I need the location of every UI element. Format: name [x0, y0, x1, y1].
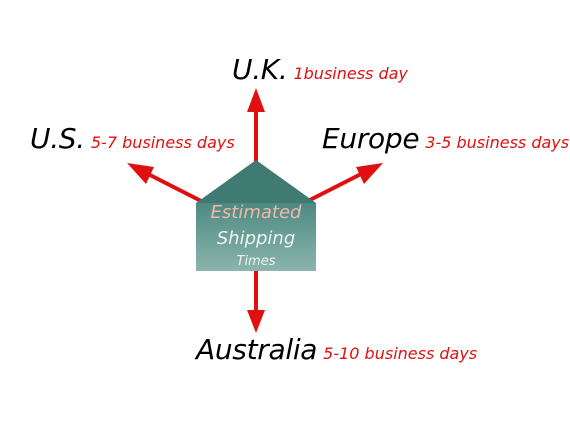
envelope-label-times: Times: [236, 254, 276, 269]
arrow-australia: [247, 268, 265, 333]
envelope-body: [196, 203, 316, 271]
destination-australia-name: Australia: [196, 333, 318, 366]
destination-us-time: 5-7 business days: [90, 133, 235, 152]
arrow-europe: [303, 163, 383, 205]
destination-uk: U.K. 1business day: [232, 56, 408, 84]
destination-australia-time: 5-10 business days: [323, 344, 478, 363]
destination-europe-name: Europe: [322, 122, 420, 155]
envelope: [196, 160, 316, 271]
destination-europe-time: 3-5 business days: [425, 133, 570, 152]
envelope-label-estimated: Estimated: [210, 202, 302, 223]
destination-uk-name: U.K.: [232, 53, 288, 86]
arrow-uk: [247, 88, 265, 170]
destination-europe: Europe 3-5 business days: [322, 125, 569, 153]
destination-australia: Australia 5-10 business days: [196, 336, 477, 364]
envelope-label-shipping: Shipping: [216, 228, 296, 249]
arrow-us: [127, 163, 206, 205]
destination-us-name: U.S.: [30, 122, 85, 155]
destination-uk-time: 1business day: [293, 64, 408, 83]
destination-us: U.S. 5-7 business days: [30, 125, 235, 153]
envelope-flap: [196, 160, 316, 203]
